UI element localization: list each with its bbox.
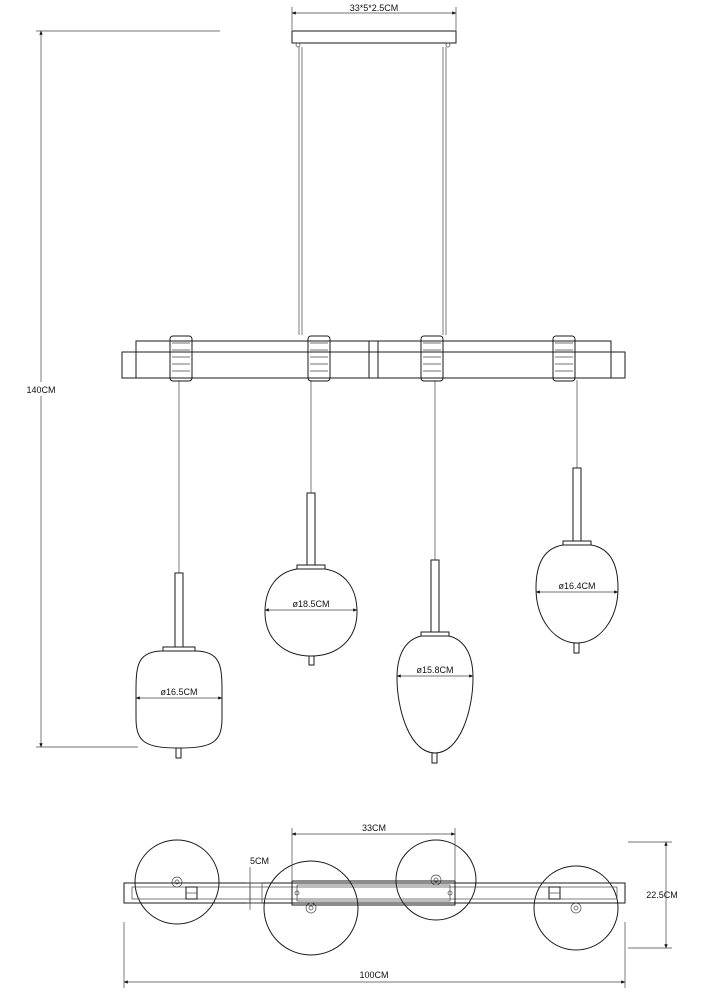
canopy-dimension: 33*5*2.5CM	[291, 3, 457, 30]
length-dimension: 100CM	[123, 922, 626, 988]
shade-1-diameter-label: ø16.5CM	[160, 687, 197, 697]
pendant-2: ø18.5CM	[264, 380, 358, 666]
horizontal-bar	[121, 335, 626, 382]
clamp-1	[169, 335, 193, 382]
height-dimension: 140CM	[22, 30, 220, 748]
top-spacing-dimension: 33CM	[291, 823, 456, 881]
top-spacing-label: 33CM	[362, 823, 386, 833]
shade-4-diameter-label: ø16.4CM	[558, 581, 595, 591]
clamp-4	[552, 335, 576, 382]
depth-label: 22.5CM	[646, 890, 678, 900]
depth-dimension: 22.5CM	[628, 841, 678, 949]
top-view: 33CM 5CM 22.5CM 100CM	[123, 823, 678, 988]
ceiling-canopy	[291, 30, 457, 48]
clamp-2	[307, 335, 331, 382]
canopy-dimension-label: 33*5*2.5CM	[350, 3, 399, 13]
pendant-3: ø15.8CM	[396, 380, 474, 764]
pendant-4: ø16.4CM	[535, 380, 619, 654]
top-view-bar	[123, 880, 626, 906]
suspension-wires	[298, 47, 447, 335]
front-view: 33*5*2.5CM 140CM	[22, 3, 626, 764]
length-label: 100CM	[359, 970, 388, 980]
height-dimension-label: 140CM	[26, 385, 55, 395]
bar-width-dimension: 5CM	[247, 856, 269, 910]
bar-width-label: 5CM	[250, 856, 269, 866]
pendant-1: ø16.5CM	[135, 380, 223, 759]
clamp-3	[420, 335, 444, 382]
top-view-shades	[134, 839, 619, 956]
shade-2-diameter-label: ø18.5CM	[292, 599, 329, 609]
shade-3-diameter-label: ø15.8CM	[416, 665, 453, 675]
